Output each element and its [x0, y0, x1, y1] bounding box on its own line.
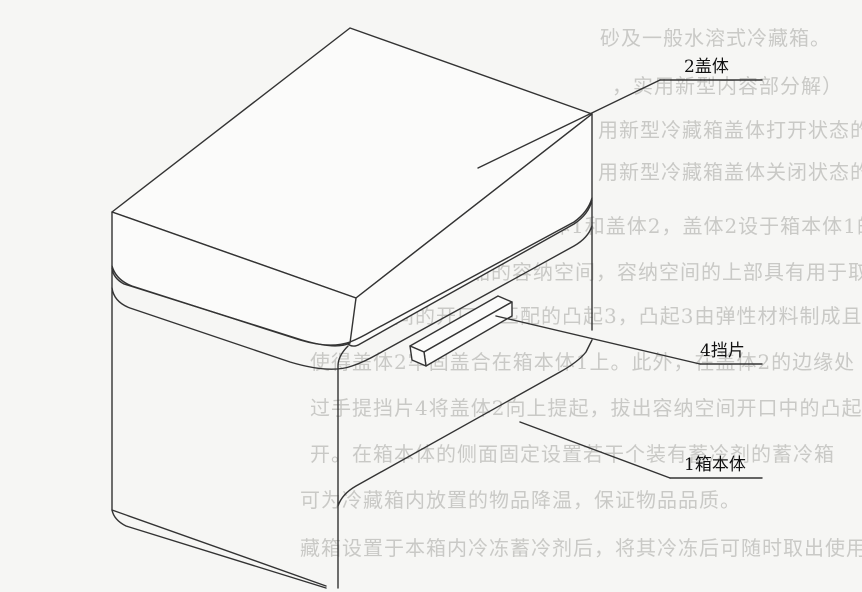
callout-tab: 4挡片 — [495, 315, 763, 365]
bg-text-line: 藏箱设置于本箱内冷冻蓄冷剂后，将其冷冻后可随时取出使用。 — [300, 536, 862, 560]
tab-front — [409, 345, 427, 367]
callout-tab-label: 4挡片 — [700, 341, 745, 361]
bg-text-line: 过手提挡片4将盖体2向上提起，拔出容纳空间开口中的凸起3 — [310, 396, 862, 420]
bg-text-line: 可为冷藏箱内放置的物品降温，保证物品品质。 — [300, 488, 741, 512]
callout-body-label: 1箱本体 — [684, 455, 746, 475]
callout-body: 1箱本体 — [519, 421, 763, 479]
body-lower-right-curve — [337, 339, 593, 507]
bg-text-line: 开。在箱本体的侧面固定设置若干个装有蓄冷剂的蓄冷箱 — [310, 442, 835, 466]
bg-text-line: 使得盖体2牢固盖合在箱本体1上。此外，在盖体2的边缘处 — [310, 350, 856, 374]
callout-body-leader — [519, 421, 671, 479]
tab — [409, 295, 513, 367]
callout-lid: 2盖体 — [477, 57, 763, 169]
bg-text-line: 用新型冷藏箱盖体打开状态的立体图。 — [598, 118, 862, 142]
body-front-corner-edge — [337, 345, 349, 589]
callout-lid-leader — [477, 79, 661, 169]
bg-text-line: ，实用新型内容部分解） — [612, 74, 843, 98]
bg-text-line: 砂及一般水溶式冷藏箱。 — [600, 26, 831, 50]
callout-tab-leader — [495, 315, 701, 365]
box-body — [111, 199, 593, 589]
lid-bottom-edge — [111, 197, 593, 346]
body-rim-curve — [111, 225, 593, 370]
bg-text-line: 用新型冷藏箱盖体关闭状态的立体图。 — [598, 160, 862, 184]
callout-lid-label: 2盖体 — [684, 57, 729, 77]
lid — [111, 27, 593, 347]
bg-text-line: 品的容纳空间，容纳空间的上部具有用于取、放物品的开口， — [470, 260, 862, 284]
body-bottom-edge — [111, 509, 327, 587]
